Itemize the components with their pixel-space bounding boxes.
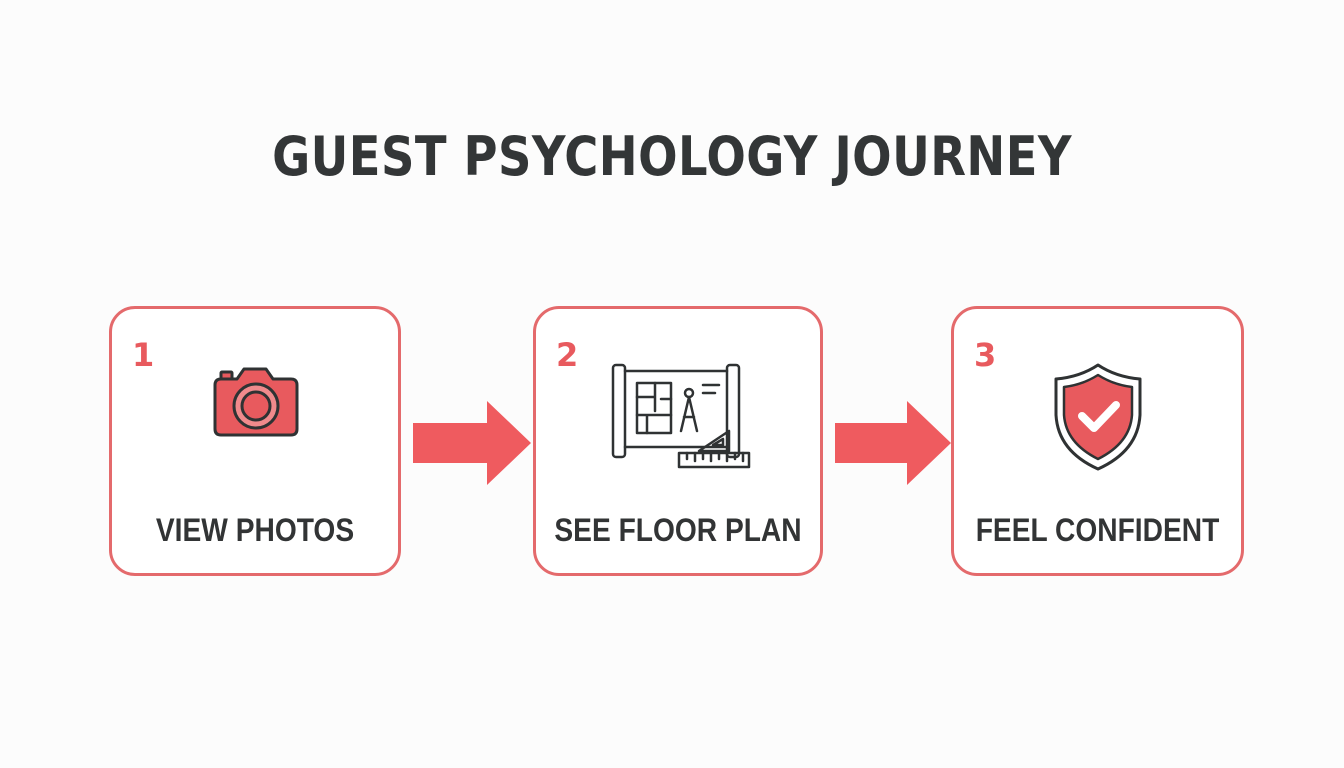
step-number: 1: [132, 336, 155, 374]
shield-check-icon: [954, 359, 1241, 479]
step-card-view-photos: 1 VIEW PHOTOS: [109, 306, 401, 576]
step-label: SEE FLOOR PLAN: [554, 512, 802, 548]
blueprint-icon: [536, 359, 820, 479]
step-card-see-floor-plan: 2: [533, 306, 823, 576]
arrow-right-icon: [835, 401, 951, 485]
step-number: 3: [974, 336, 997, 374]
arrow-right-icon: [413, 401, 531, 485]
camera-icon: [112, 359, 398, 479]
step-card-feel-confident: 3 FEEL CONFIDENT: [951, 306, 1244, 576]
step-number: 2: [556, 336, 579, 374]
diagram-title: GUEST PSYCHOLOGY JOURNEY: [272, 125, 1072, 188]
step-label: VIEW PHOTOS: [155, 512, 355, 548]
step-label: FEEL CONFIDENT: [975, 512, 1220, 548]
